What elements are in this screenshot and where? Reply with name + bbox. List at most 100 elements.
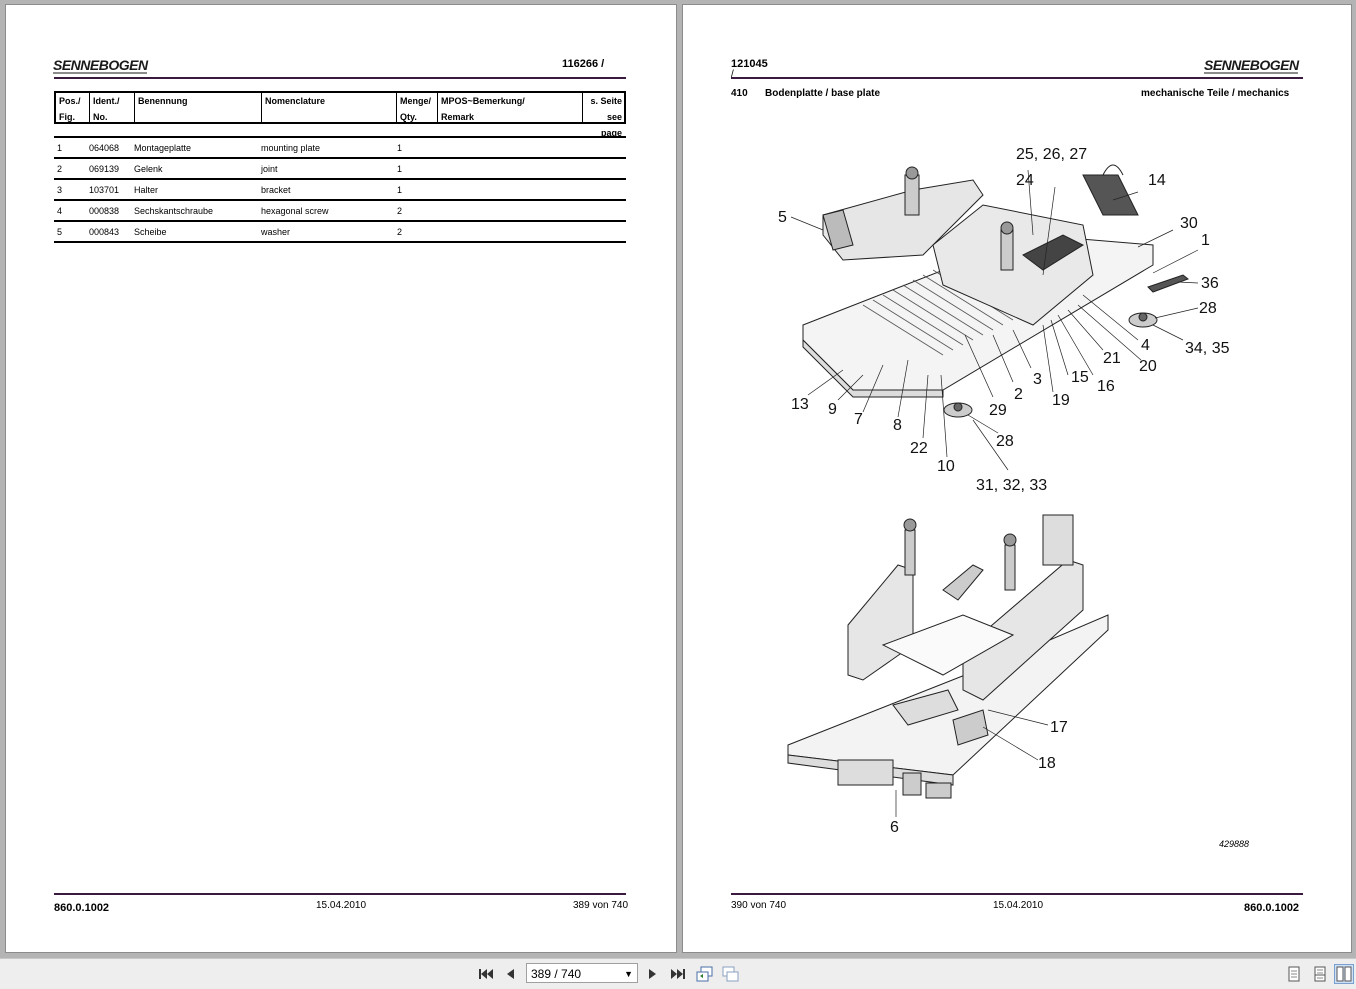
cell-benennung: Scheibe [134, 227, 167, 237]
table-body: 1 064068 Montageplatte mounting plate 1 … [54, 138, 626, 243]
sennebogen-logo: SENNEBOGEN [53, 57, 149, 74]
callout-label: 24 [1016, 172, 1034, 189]
back-view-icon [696, 966, 713, 982]
callout-label: 16 [1097, 378, 1115, 395]
cell-ident: 000838 [89, 206, 120, 216]
cell-benennung: Halter [134, 185, 159, 195]
next-page-icon [649, 969, 656, 979]
cell-pos: 3 [57, 185, 63, 195]
callout-label: 18 [1038, 755, 1056, 772]
table-separator [54, 136, 626, 138]
callout-label: 31, 32, 33 [976, 477, 1047, 494]
two-page-icon [1336, 966, 1352, 982]
cell-qty: 1 [397, 164, 403, 174]
page-indicator: 389 / 740 [531, 967, 582, 981]
parts-table: Pos./Fig. Ident./No. Benennung Nomenclat… [54, 91, 626, 243]
table-row: 2 069139 Gelenk joint 1 [54, 159, 626, 180]
cell-nomenclature: washer [261, 227, 291, 237]
callout-label: 13 [791, 396, 809, 413]
callout-label: 15 [1071, 369, 1089, 386]
cell-pos: 5 [57, 227, 63, 237]
callout-label: 36 [1201, 275, 1219, 292]
cell-ident: 069139 [89, 164, 120, 174]
footer-date: 15.04.2010 [993, 900, 1044, 911]
footer-date: 15.04.2010 [316, 900, 367, 911]
callout-label: 2 [1014, 386, 1023, 403]
callout-label: 22 [910, 440, 928, 457]
callout-label: 28 [996, 433, 1014, 450]
callout-label: 19 [1052, 392, 1070, 409]
footer-rule [731, 893, 1303, 895]
cell-nomenclature: joint [261, 164, 278, 174]
section-number: 410 [731, 88, 748, 99]
header-benennung: Benennung [134, 93, 261, 122]
header-rule [731, 77, 1303, 79]
callout-label: 34, 35 [1185, 340, 1230, 357]
last-page-button[interactable] [668, 964, 688, 984]
doc-number-sub: / [731, 69, 734, 80]
footer-page: 389 von 740 [573, 900, 629, 911]
callout-label: 28 [1199, 300, 1217, 317]
chevron-down-icon: ▼ [624, 969, 633, 979]
left-page: SENNEBOGEN 116266 / Pos./Fig. Ident./No.… [5, 4, 677, 953]
callout-label: 6 [890, 819, 899, 836]
footer-page: 390 von 740 [731, 900, 787, 911]
cell-nomenclature: mounting plate [261, 143, 321, 153]
go-forward-view-button[interactable] [721, 964, 741, 984]
footer-doc-number: 860.0.1002 [1244, 902, 1300, 914]
viewer-toolbar: 389 / 740 ▼ [0, 958, 1356, 989]
footer-doc-number: 860.0.1002 [54, 902, 110, 914]
exploded-drawing-bottom: 17 18 6 [787, 514, 1109, 836]
header-remark: MPOS~Bemerkung/Remark [437, 93, 582, 122]
cell-qty: 2 [397, 206, 403, 216]
single-page-view-button[interactable] [1284, 964, 1304, 984]
cell-benennung: Sechskantschraube [134, 206, 214, 216]
table-row: 1 064068 Montageplatte mounting plate 1 [54, 138, 626, 159]
cell-benennung: Montageplatte [134, 143, 192, 153]
cell-pos: 4 [57, 206, 63, 216]
doc-number: 116266 / [562, 58, 605, 70]
cell-benennung: Gelenk [134, 164, 163, 174]
cell-qty: 1 [397, 185, 403, 195]
cell-ident: 000843 [89, 227, 120, 237]
continuous-page-icon [1314, 966, 1326, 982]
callout-label: 9 [828, 401, 837, 418]
continuous-view-button[interactable] [1310, 964, 1330, 984]
sennebogen-logo: SENNEBOGEN [1204, 57, 1300, 74]
section-category: mechanische Teile / mechanics [1141, 88, 1290, 99]
page-number-dropdown[interactable]: 389 / 740 ▼ [526, 963, 638, 983]
header-qty: Menge/Qty. [396, 93, 437, 122]
callout-label: 30 [1180, 215, 1198, 232]
first-page-button[interactable] [476, 964, 496, 984]
callout-label: 10 [937, 458, 955, 475]
svg-text:SENNEBOGEN: SENNEBOGEN [1204, 57, 1300, 73]
table-header: Pos./Fig. Ident./No. Benennung Nomenclat… [54, 91, 626, 138]
callout-label: 7 [854, 411, 863, 428]
first-page-icon [479, 969, 493, 979]
single-page-icon [1288, 966, 1300, 982]
header-rule [54, 77, 626, 79]
callout-label: 21 [1103, 350, 1121, 367]
table-row: 4 000838 Sechskantschraube hexagonal scr… [54, 201, 626, 222]
header-ident: Ident./No. [89, 93, 134, 122]
drawing-number: 429888 [1219, 839, 1250, 849]
two-page-view-button[interactable] [1334, 964, 1354, 984]
callout-label: 17 [1050, 719, 1068, 736]
next-page-button[interactable] [643, 964, 663, 984]
doc-number: 121045 [731, 58, 768, 70]
table-row: 3 103701 Halter bracket 1 [54, 180, 626, 201]
previous-page-button[interactable] [500, 964, 520, 984]
svg-text:SENNEBOGEN: SENNEBOGEN [53, 57, 149, 73]
last-page-icon [671, 969, 685, 979]
header-pos: Pos./Fig. [59, 96, 81, 122]
cell-pos: 1 [57, 143, 63, 153]
cell-nomenclature: bracket [261, 185, 291, 195]
callout-label: 8 [893, 417, 902, 434]
cell-qty: 2 [397, 227, 403, 237]
callout-label: 1 [1201, 232, 1210, 249]
go-back-view-button[interactable] [695, 964, 715, 984]
callout-label: 29 [989, 402, 1007, 419]
exploded-drawing-top: 25, 26, 27 24 14 5 30 1 36 28 34, 35 4 2… [778, 146, 1230, 494]
callout-label: 14 [1148, 172, 1166, 189]
